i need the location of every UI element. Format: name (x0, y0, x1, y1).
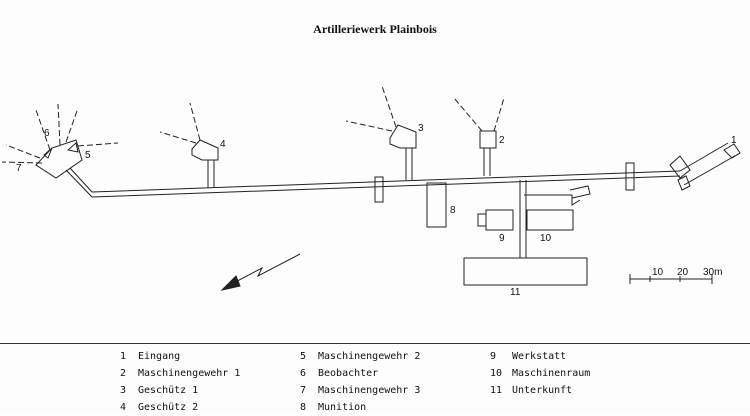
gun2-firing-lines (159, 102, 201, 144)
legend-number: 2 (120, 368, 127, 379)
legend-number: 3 (120, 385, 127, 396)
plan-label-8: 8 (450, 205, 456, 216)
legend-item: 6 Beobachter (300, 365, 420, 382)
legend-number: 9 (490, 351, 497, 362)
entrance-tunnel (679, 142, 741, 186)
plan-label-10: 10 (540, 233, 552, 244)
legend-number: 5 (300, 351, 307, 362)
workshop-room (485, 209, 514, 231)
legend-divider (0, 343, 750, 344)
main-gallery (91, 170, 681, 198)
mg1-stem (483, 148, 491, 176)
gun1-firing-lines (345, 85, 397, 132)
left-firing-lines (1, 103, 119, 164)
legend-item: 10 Maschinenraum (490, 365, 590, 382)
plan-label-11: 11 (510, 287, 521, 298)
legend-number: 10 (490, 368, 503, 379)
mg1-firing-lines (453, 97, 505, 132)
legend-text: Unterkunft (512, 385, 573, 396)
figure-title: Artilleriewerk Plainbois (313, 22, 437, 36)
legend-item: 1 Eingang (120, 348, 240, 365)
legend-text: Maschinengewehr 2 (318, 351, 421, 362)
legend-item: 2 Maschinengewehr 1 (120, 365, 240, 382)
gallery-left-connector (65, 167, 93, 198)
quarters-room (463, 257, 588, 286)
entrance-side (677, 175, 691, 191)
plan-label-6: 6 (44, 128, 50, 139)
munition-room (426, 182, 447, 228)
legend-item: 9 Werkstatt (490, 348, 590, 365)
machine-room (526, 209, 574, 231)
plan-label-1: 1 (731, 135, 737, 146)
legend-number: 11 (490, 385, 503, 396)
legend-text: Geschütz 1 (138, 385, 199, 396)
left-bunker (35, 139, 83, 179)
plan-label-5: 5 (85, 150, 91, 161)
legend-item: 11 Unterkunft (490, 382, 590, 399)
legend-item: 8 Munition (300, 399, 420, 416)
legend-text: Maschinenraum (512, 368, 591, 379)
crosswall-a (374, 176, 384, 203)
mg1-casemate (479, 130, 497, 149)
fortress-plan: 1 2 3 4 5 6 7 8 9 10 11 10 20 30m (1, 85, 741, 298)
plan-label-3: 3 (418, 123, 424, 134)
legend-text: Werkstatt (512, 351, 567, 362)
legend-number: 8 (300, 402, 307, 413)
legend-text: Eingang (138, 351, 181, 362)
legend-item: 3 Geschütz 1 (120, 382, 240, 399)
legend-item: 4 Geschütz 2 (120, 399, 240, 416)
legend-text: Maschinengewehr 3 (318, 385, 421, 396)
scale-label-30m: 30m (703, 267, 722, 278)
legend-column-2: 5 Maschinengewehr 2 6 Beobachter 7 Maschine… (300, 348, 420, 416)
gun2-stem (207, 160, 215, 188)
legend-text: Geschütz 2 (138, 402, 199, 413)
scale-label-20: 20 (677, 267, 689, 278)
legend-text: Munition (318, 402, 367, 413)
crosswall-b (625, 162, 635, 191)
legend-item: 5 Maschinengewehr 2 (300, 348, 420, 365)
workshop-annex (477, 213, 487, 227)
left-embrasure-marks (43, 142, 79, 159)
legend-item: 7 Maschinengewehr 3 (300, 382, 420, 399)
legend-number: 1 (120, 351, 127, 362)
service-stem (519, 180, 527, 258)
machine-room-duct (524, 185, 591, 206)
gun1-casemate (389, 124, 417, 149)
scale-bar (629, 274, 713, 284)
entrance-block (669, 155, 691, 179)
direction-arrowhead (220, 275, 241, 291)
plan-label-2: 2 (499, 135, 505, 146)
legend-number: 4 (120, 402, 127, 413)
plan-label-7: 7 (16, 163, 22, 174)
legend-text: Maschinengewehr 1 (138, 368, 241, 379)
legend-number: 6 (300, 368, 307, 379)
entrance-portal (723, 143, 741, 159)
legend-number: 7 (300, 385, 307, 396)
direction-arrow (223, 253, 301, 289)
plan-label-4: 4 (220, 139, 226, 150)
legend-column-3: 9 Werkstatt 10 Maschinenraum 11 Unterkunft (490, 348, 590, 399)
scale-label-10: 10 (652, 267, 664, 278)
legend-text: Beobachter (318, 368, 379, 379)
plan-label-9: 9 (499, 233, 505, 244)
gun1-stem (405, 148, 413, 180)
